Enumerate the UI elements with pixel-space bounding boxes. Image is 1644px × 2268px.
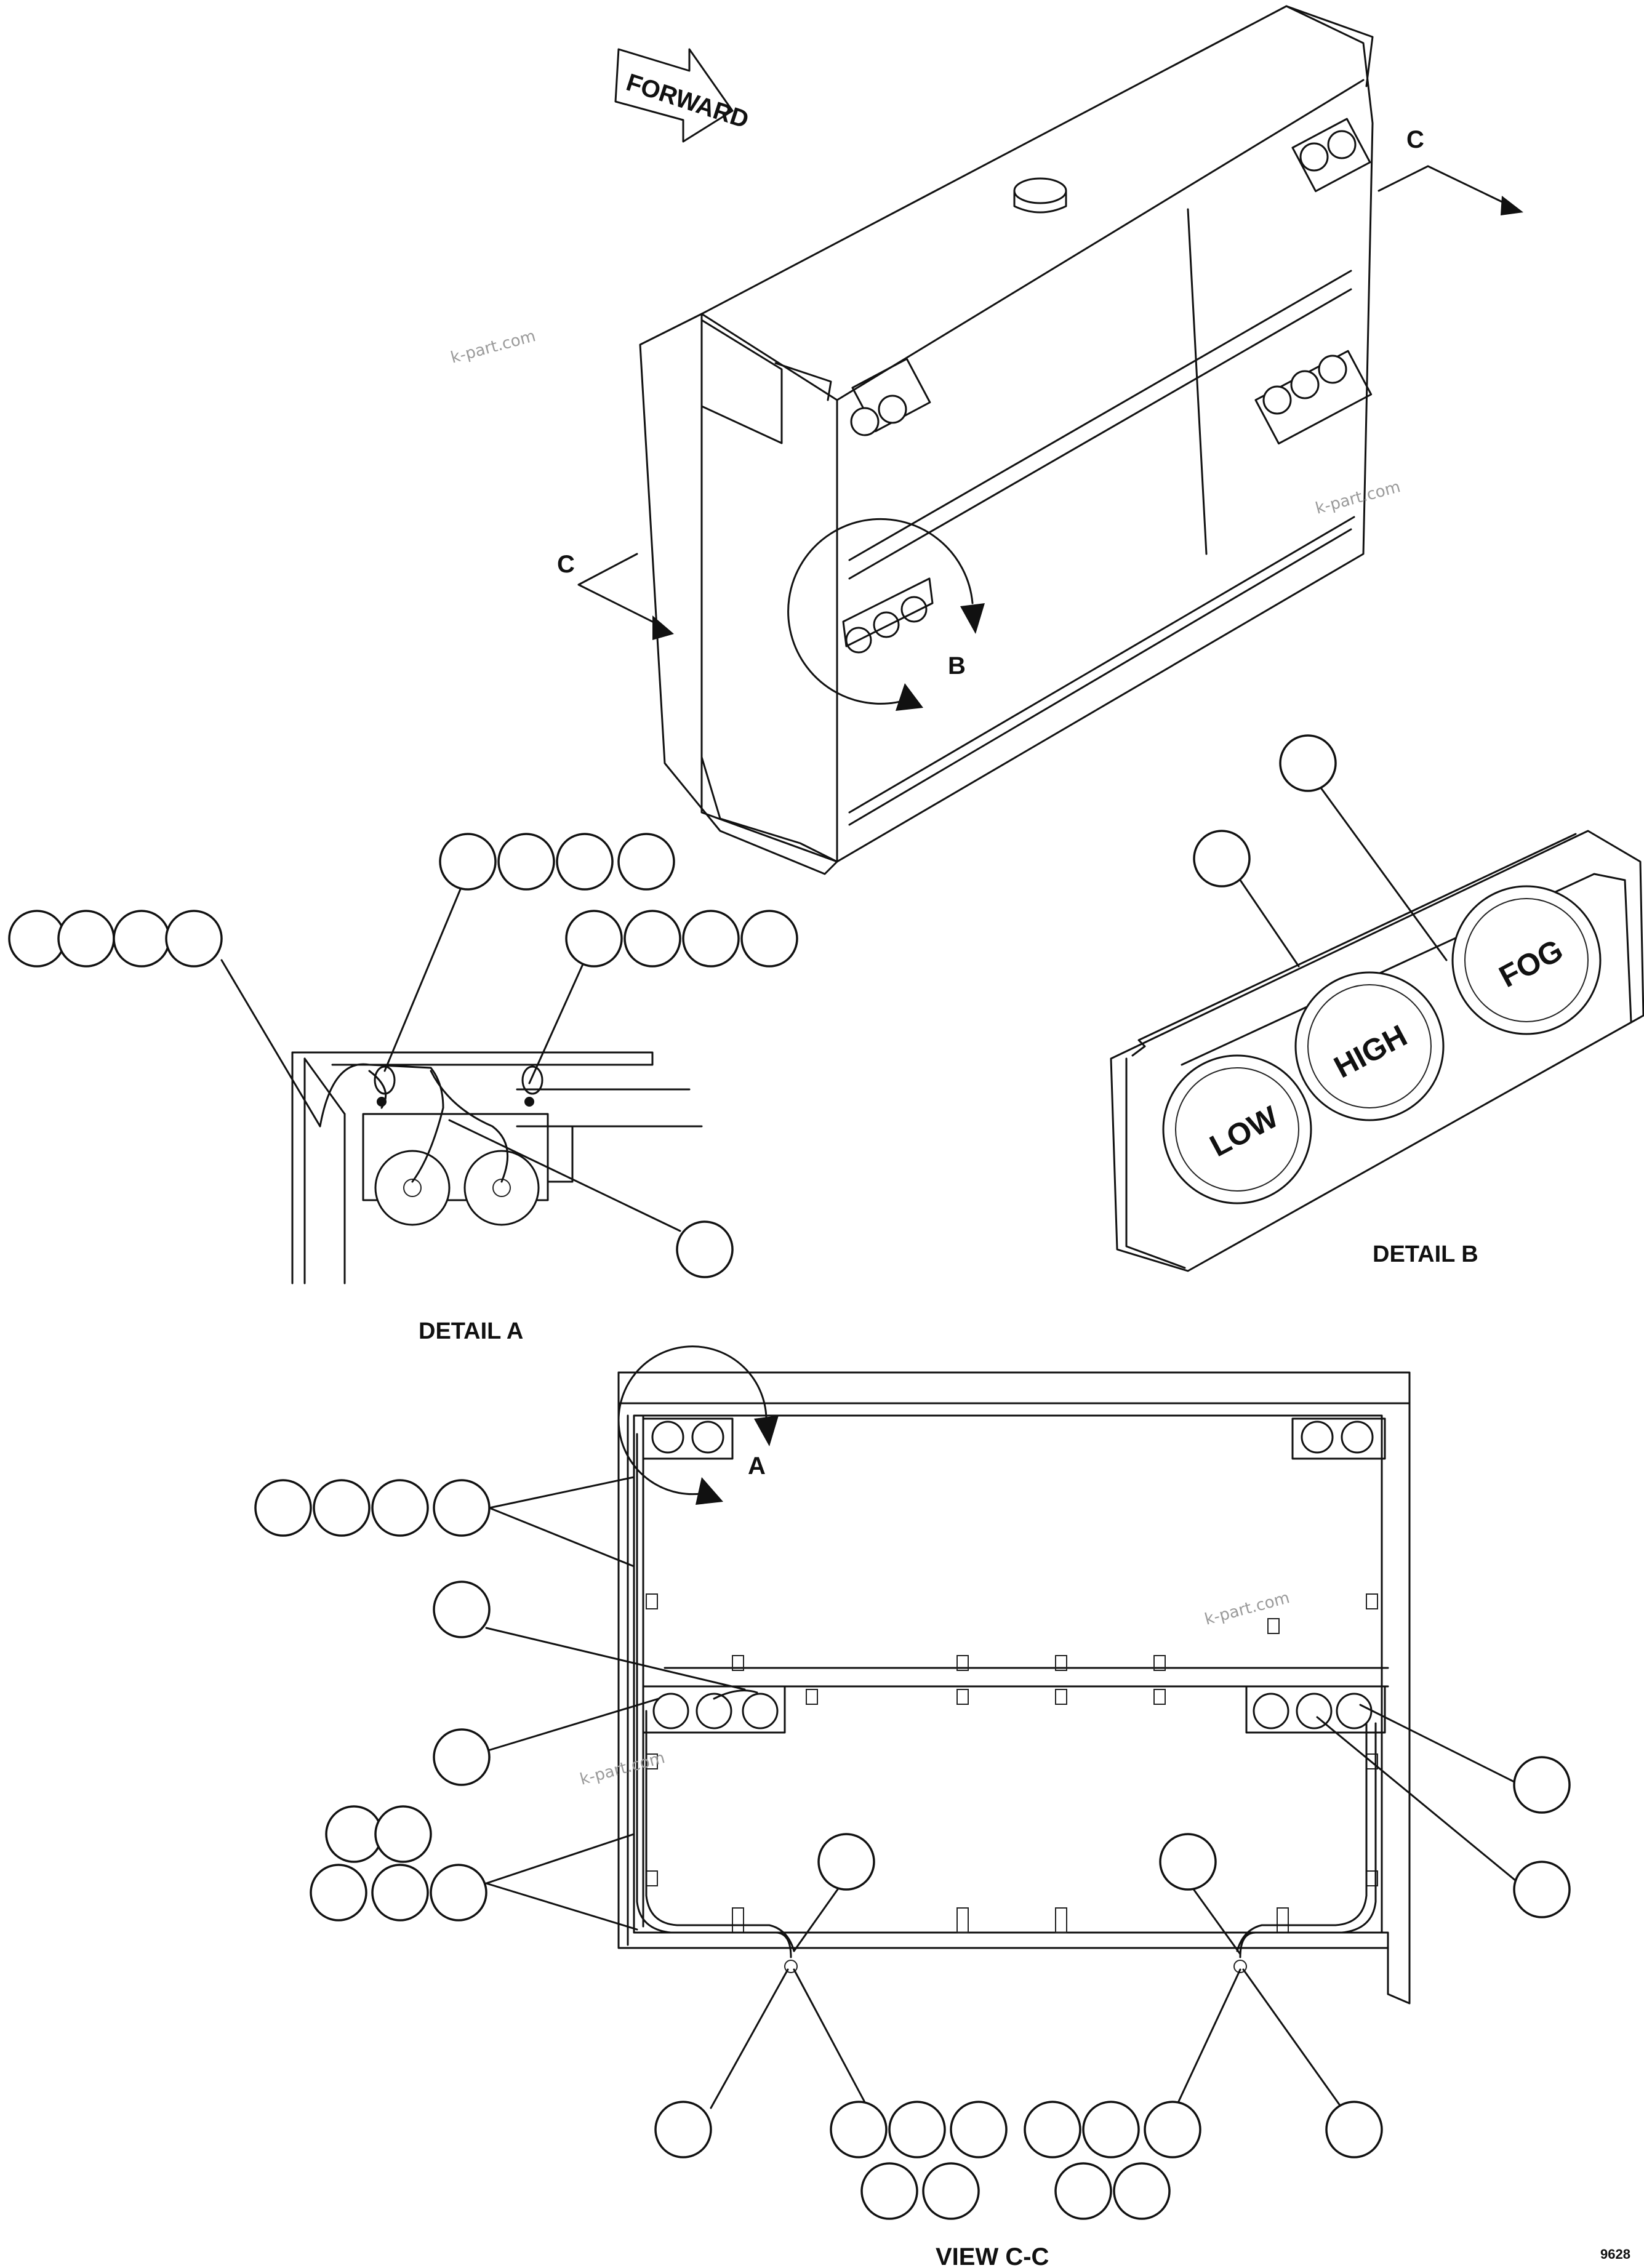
- detail-a-callout: A: [617, 1345, 779, 1505]
- callout-bubble: [1513, 1861, 1571, 1918]
- section-mark-left: C: [557, 551, 575, 578]
- callout-bubble: [313, 1479, 371, 1537]
- callout-bubble: [1054, 2162, 1112, 2220]
- view-c-c: A k-part.com k-part.com VIEW C-C 9628: [578, 1345, 1630, 2268]
- callout-bubble: [860, 2162, 918, 2220]
- lamp-cluster-upper-left: [850, 358, 931, 436]
- detail-a-mark: A: [748, 1453, 766, 1480]
- view-title: VIEW C-C: [936, 2243, 1049, 2268]
- callout-bubble: [371, 1479, 429, 1537]
- callout-bubble: [682, 910, 740, 968]
- callout-bubble: [374, 1805, 432, 1863]
- callout-bubble: [565, 910, 623, 968]
- callout-bubble: [310, 1864, 367, 1921]
- view-c-c-callouts: [254, 1476, 1571, 2220]
- forward-label: FORWARD: [623, 69, 752, 134]
- lamp-right: [463, 1150, 540, 1226]
- callout-bubble: [740, 910, 798, 968]
- callout-bubble: [497, 833, 555, 891]
- watermark: k-part.com: [1203, 1589, 1292, 1629]
- detail-b-title: DETAIL B: [1373, 1241, 1478, 1267]
- callout-bubble: [922, 2162, 980, 2220]
- callout-bubble: [433, 1479, 491, 1537]
- callout-bubble: [325, 1805, 383, 1863]
- detail-a-view: DETAIL A: [291, 1051, 703, 1344]
- detail-a-callouts: [8, 833, 798, 1278]
- callout-bubble: [654, 2101, 712, 2158]
- callout-bubble: [950, 2101, 1008, 2158]
- lamp-cluster-detail-b: [842, 577, 934, 654]
- watermark: k-part.com: [449, 327, 538, 367]
- callout-bubble: [433, 1581, 491, 1638]
- callout-bubble: [165, 910, 223, 968]
- detail-b-callouts: [1193, 734, 1448, 968]
- view-lamp-cluster-middle-left: [642, 1685, 786, 1734]
- drawing-number: 9628: [1600, 2246, 1630, 2262]
- callout-bubble: [817, 1833, 875, 1891]
- callout-bubble: [1279, 734, 1337, 792]
- callout-bubble: [8, 910, 66, 968]
- lamp-fog: [1451, 885, 1602, 1035]
- forward-arrow: FORWARD: [614, 48, 752, 143]
- view-lamp-cluster-top-left: [642, 1417, 734, 1460]
- callout-bubble: [624, 910, 681, 968]
- callout-bubble: [113, 910, 170, 968]
- detail-b-mark: B: [948, 652, 966, 679]
- callout-bubble: [1325, 2101, 1383, 2158]
- callout-bubble: [430, 1864, 487, 1921]
- lamp-cluster-middle-right: [1254, 350, 1373, 445]
- callout-bubble: [1144, 2101, 1201, 2158]
- callout-bubble: [676, 1220, 734, 1278]
- watermark: k-part.com: [1313, 478, 1403, 518]
- view-lamp-cluster-middle-right: [1245, 1685, 1386, 1734]
- lamp-high: [1294, 971, 1445, 1121]
- callout-bubble: [1024, 2101, 1081, 2158]
- housing-isometric-view: FORWARD: [449, 5, 1523, 875]
- lamp-left: [374, 1150, 451, 1226]
- detail-a-title: DETAIL A: [419, 1318, 523, 1344]
- callout-bubble: [371, 1864, 429, 1921]
- detail-b-callout: B: [787, 518, 985, 711]
- view-lamp-cluster-top-right: [1291, 1417, 1386, 1460]
- callout-bubble: [1082, 2101, 1140, 2158]
- lamp-cluster-upper-right: [1291, 118, 1371, 193]
- callout-bubble: [57, 910, 115, 968]
- callout-bubble: [439, 833, 497, 891]
- callout-bubble: [617, 833, 675, 891]
- callout-bubble: [1193, 830, 1251, 888]
- callout-bubble: [1513, 1756, 1571, 1814]
- callout-bubble: [888, 2101, 946, 2158]
- section-c-marker-left: C: [557, 551, 674, 640]
- callout-bubble: [1113, 2162, 1171, 2220]
- section-mark-right: C: [1406, 126, 1424, 153]
- section-c-marker-right: C: [1377, 126, 1523, 215]
- callout-bubble: [433, 1728, 491, 1786]
- callout-bubble: [830, 2101, 888, 2158]
- lamp-low: [1162, 1054, 1312, 1204]
- detail-b-view: LOW HIGH FOG DETAIL B: [1110, 830, 1644, 1272]
- callout-bubble: [556, 833, 614, 891]
- callout-bubble: [254, 1479, 312, 1537]
- mounting-tabs: [646, 1593, 1378, 1933]
- watermark: k-part.com: [578, 1749, 667, 1789]
- callout-bubble: [1159, 1833, 1217, 1891]
